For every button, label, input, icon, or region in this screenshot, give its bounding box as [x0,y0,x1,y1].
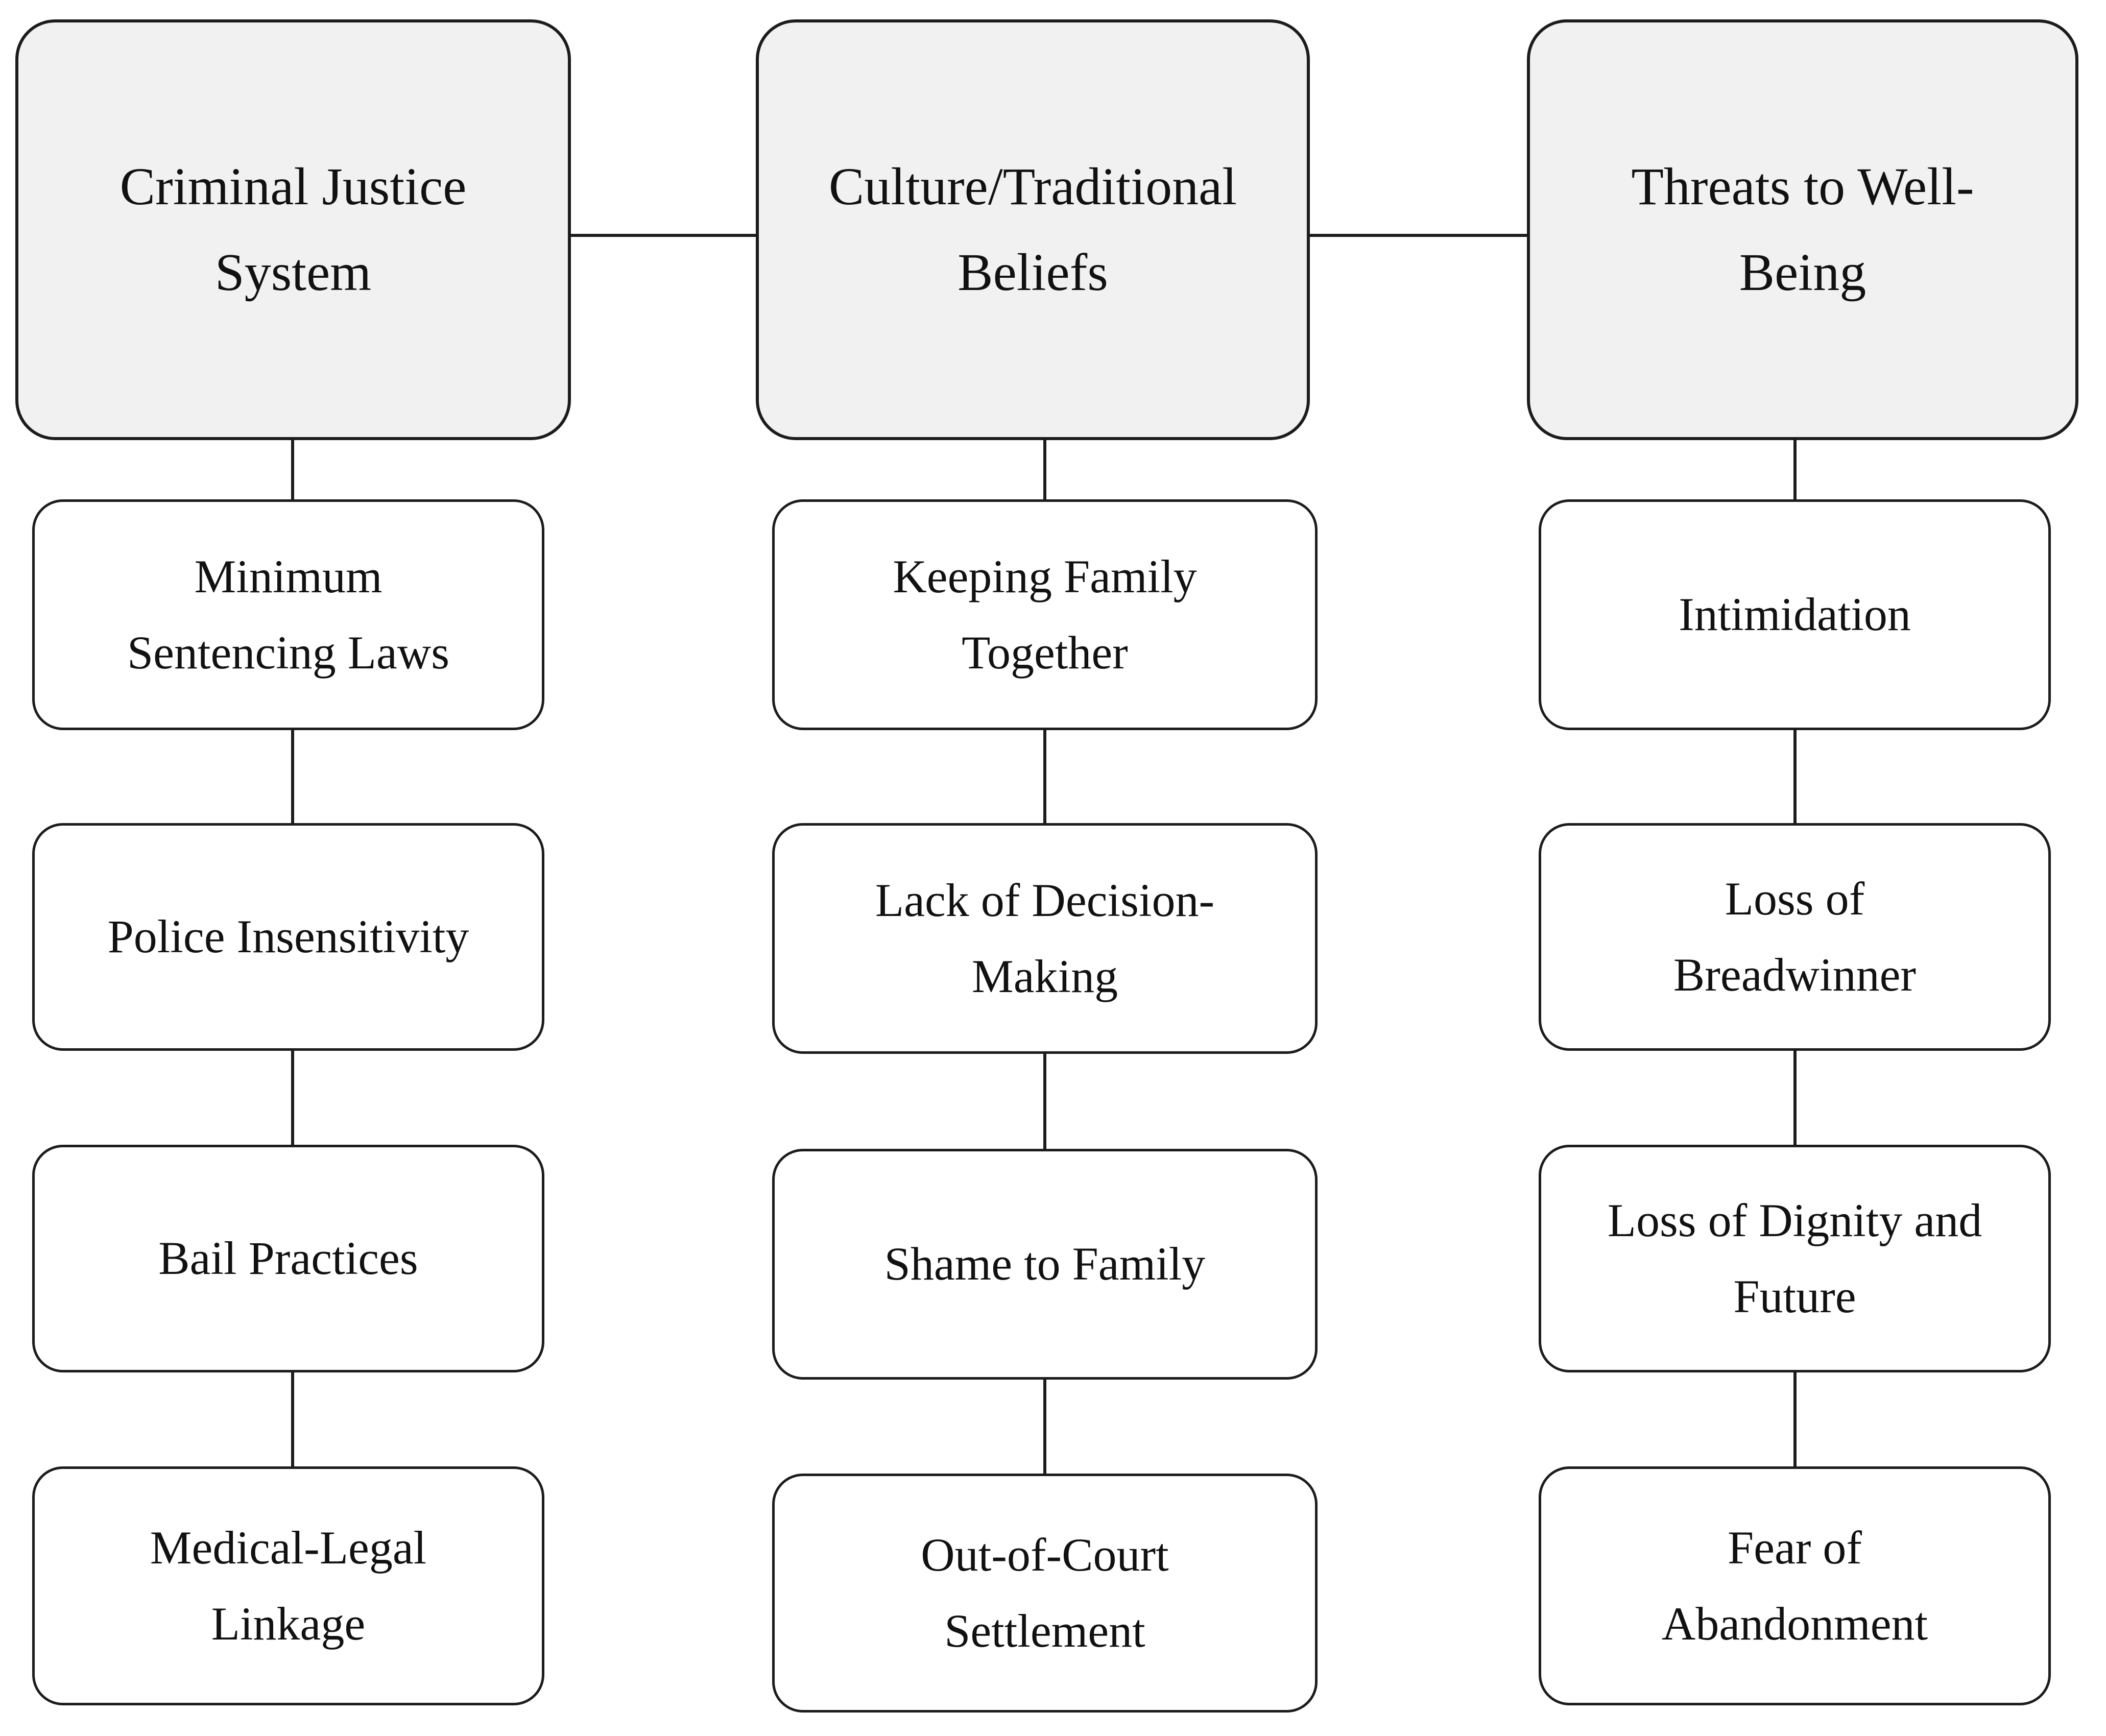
child-label-bail-practices: Bail Practices [158,1232,418,1285]
child-box-medical-legal-linkage[interactable]: Medical-Legal Linkage [32,1466,544,1705]
child-box-bail-practices[interactable]: Bail Practices [32,1145,544,1372]
child-label-medical-legal-linkage: Medical-Legal Linkage [150,1521,427,1650]
child-box-shame-to-family[interactable]: Shame to Family [772,1149,1318,1380]
child-box-police-insensitivity[interactable]: Police Insensitivity [32,823,544,1051]
connector-col3-child2-to-child3 [1793,1049,1797,1148]
header-label-criminal-justice-system: Criminal Justice System [119,157,467,302]
child-label-lack-of-decision-making: Lack of Decision- Making [875,874,1215,1002]
connector-col2-header-to-child1 [1043,437,1046,503]
connector-col1-child3-to-child4 [291,1370,294,1469]
header-box-criminal-justice-system[interactable]: Criminal Justice System [15,19,571,440]
child-box-keeping-family-together[interactable]: Keeping Family Together [772,499,1318,730]
connector-col2-child2-to-child3 [1043,1052,1046,1152]
header-label-threats-to-well-being: Threats to Well- Being [1631,157,1974,302]
child-label-intimidation: Intimidation [1679,588,1911,641]
connector-col3-child1-to-child2 [1793,727,1797,826]
child-box-intimidation[interactable]: Intimidation [1539,499,2051,730]
connector-col3-child3-to-child4 [1793,1370,1797,1469]
child-box-minimum-sentencing-laws[interactable]: Minimum Sentencing Laws [32,499,544,730]
child-box-out-of-court-settlement[interactable]: Out-of-Court Settlement [772,1474,1318,1713]
connector-col2-child3-to-child4 [1043,1376,1046,1476]
child-box-loss-of-dignity-and-future[interactable]: Loss of Dignity and Future [1539,1145,2051,1372]
header-box-culture-traditional-beliefs[interactable]: Culture/Traditional Beliefs [756,19,1310,440]
child-label-keeping-family-together: Keeping Family Together [893,550,1197,679]
header-label-culture-traditional-beliefs: Culture/Traditional Beliefs [828,157,1237,302]
header-box-threats-to-well-being[interactable]: Threats to Well- Being [1527,19,2078,440]
connector-col2-child1-to-child2 [1043,727,1046,826]
connector-col1-child2-to-child3 [291,1049,294,1148]
connector-col1-header-to-child1 [291,437,294,503]
child-box-loss-of-breadwinner[interactable]: Loss of Breadwinner [1539,823,2051,1051]
connector-col3-header-to-child1 [1793,437,1797,503]
child-label-out-of-court-settlement: Out-of-Court Settlement [921,1528,1169,1657]
connector-header-col2-col3 [1300,234,1537,237]
child-box-lack-of-decision-making[interactable]: Lack of Decision- Making [772,823,1318,1054]
child-label-minimum-sentencing-laws: Minimum Sentencing Laws [127,550,450,679]
child-label-fear-of-abandonment: Fear of Abandonment [1661,1521,1928,1650]
child-label-police-insensitivity: Police Insensitivity [107,910,469,963]
connector-header-col1-col2 [559,234,776,237]
child-label-loss-of-breadwinner: Loss of Breadwinner [1673,872,1917,1001]
child-label-shame-to-family: Shame to Family [884,1238,1206,1290]
connector-col1-child1-to-child2 [291,727,294,826]
child-label-loss-of-dignity-and-future: Loss of Dignity and Future [1607,1194,1982,1322]
child-box-fear-of-abandonment[interactable]: Fear of Abandonment [1539,1466,2051,1705]
